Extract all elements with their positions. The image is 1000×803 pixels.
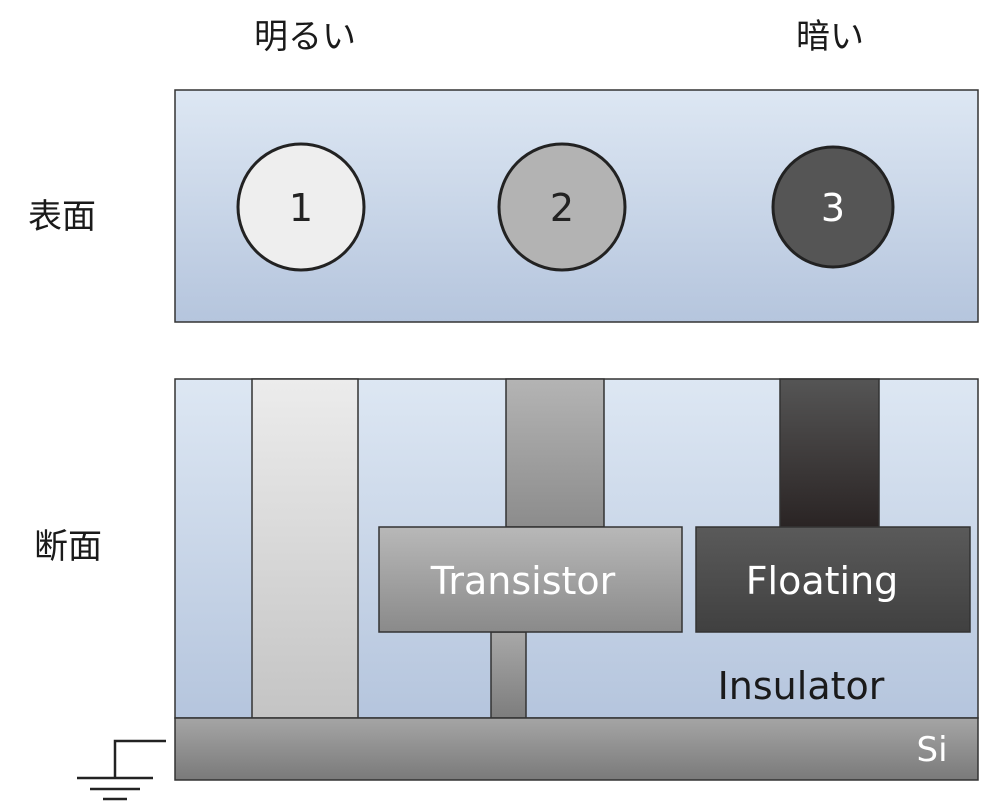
row-label-cross-section: 断面: [34, 527, 102, 567]
surface-contact-1: 1: [236, 142, 366, 272]
ground-icon: [77, 739, 166, 801]
row-label-surface: 表面: [28, 197, 96, 237]
contact-circle-dark: [771, 145, 895, 269]
transistor-label: Transistor: [430, 559, 616, 603]
contact-circle-bright: [236, 142, 366, 272]
si-substrate: [174, 717, 979, 781]
contact-number: 1: [289, 186, 313, 230]
contact-number: 2: [550, 186, 574, 230]
contact-circle-medium: [497, 142, 627, 272]
floating-label: Floating: [746, 559, 899, 603]
insulator-label: Insulator: [718, 664, 885, 708]
surface-contact-2: 2: [497, 142, 627, 272]
header-bright: 明るい: [254, 17, 356, 57]
transistor-stem: [490, 631, 527, 719]
surface-contact-3: 3: [771, 145, 895, 269]
grounded-contact-column: [251, 378, 359, 719]
transistor-contact-column: [505, 378, 605, 528]
floating-contact-column: [779, 378, 880, 528]
floating-block: [695, 526, 971, 633]
contact-number: 3: [821, 186, 845, 230]
si-label: Si: [916, 730, 947, 770]
transistor-block: [378, 526, 683, 633]
header-dark: 暗い: [796, 17, 864, 57]
